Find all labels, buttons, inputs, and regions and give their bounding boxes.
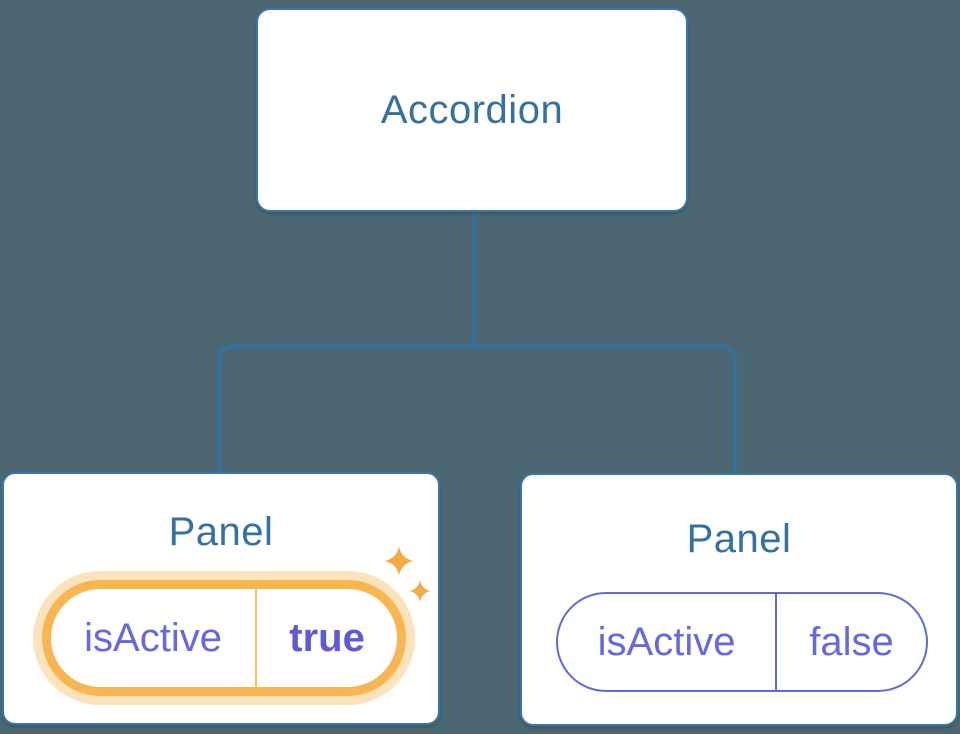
- state-prop-name: isActive: [84, 615, 222, 660]
- panel-node-inactive: Panel isActive false: [520, 473, 958, 726]
- panel-node-active: Panel isActive true: [2, 472, 440, 725]
- state-prop-name: isActive: [597, 619, 736, 664]
- accordion-node-label: Accordion: [380, 87, 564, 132]
- accordion-node: Accordion: [256, 8, 688, 212]
- pill-divider: [255, 589, 258, 687]
- state-pill-inactive: isActive false: [556, 592, 928, 692]
- state-pill-active: isActive true: [42, 580, 406, 696]
- panel-title: Panel: [168, 510, 274, 554]
- sparkle-large: [384, 546, 414, 576]
- state-prop-value: true: [289, 615, 365, 660]
- sparkle-small: [409, 580, 431, 602]
- sparkles-icon: [384, 546, 431, 602]
- pill-divider: [775, 594, 778, 690]
- state-prop-value: false: [809, 619, 894, 664]
- connector-branch: [217, 344, 737, 475]
- panel-title: Panel: [686, 517, 792, 561]
